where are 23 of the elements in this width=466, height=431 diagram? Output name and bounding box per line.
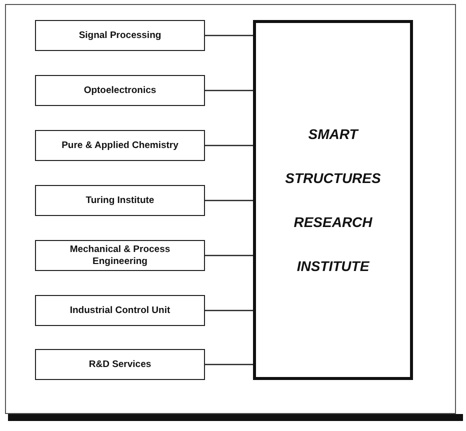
unit-box [35, 185, 205, 216]
unit-name: Optoelectronics [84, 84, 156, 96]
unit-name: Pure & Applied Chemistry [62, 140, 178, 152]
connector-line [205, 200, 253, 202]
unit-box [35, 130, 205, 161]
unit-name: Signal Processing [78, 30, 162, 42]
unit-box [35, 240, 205, 271]
connector-line [205, 90, 253, 92]
connector-line [205, 254, 253, 256]
connector-line [205, 144, 253, 146]
unit-name: Industrial Control Unit [70, 304, 170, 316]
institute-name: SMART STRUCTURES RESEARCH INSTITUTE [285, 125, 381, 276]
unit-name: Turing Institute [86, 194, 154, 206]
connector-line [205, 34, 253, 36]
connector-line [205, 364, 253, 366]
unit-box [35, 75, 205, 106]
connector-line [205, 310, 253, 312]
institute-box [253, 20, 413, 380]
unit-box [35, 20, 205, 51]
unit-name: Mechanical & Process Engineering [68, 244, 172, 268]
unit-box [35, 295, 205, 326]
unit-name: R&D Services [88, 358, 152, 370]
unit-box [35, 349, 205, 380]
